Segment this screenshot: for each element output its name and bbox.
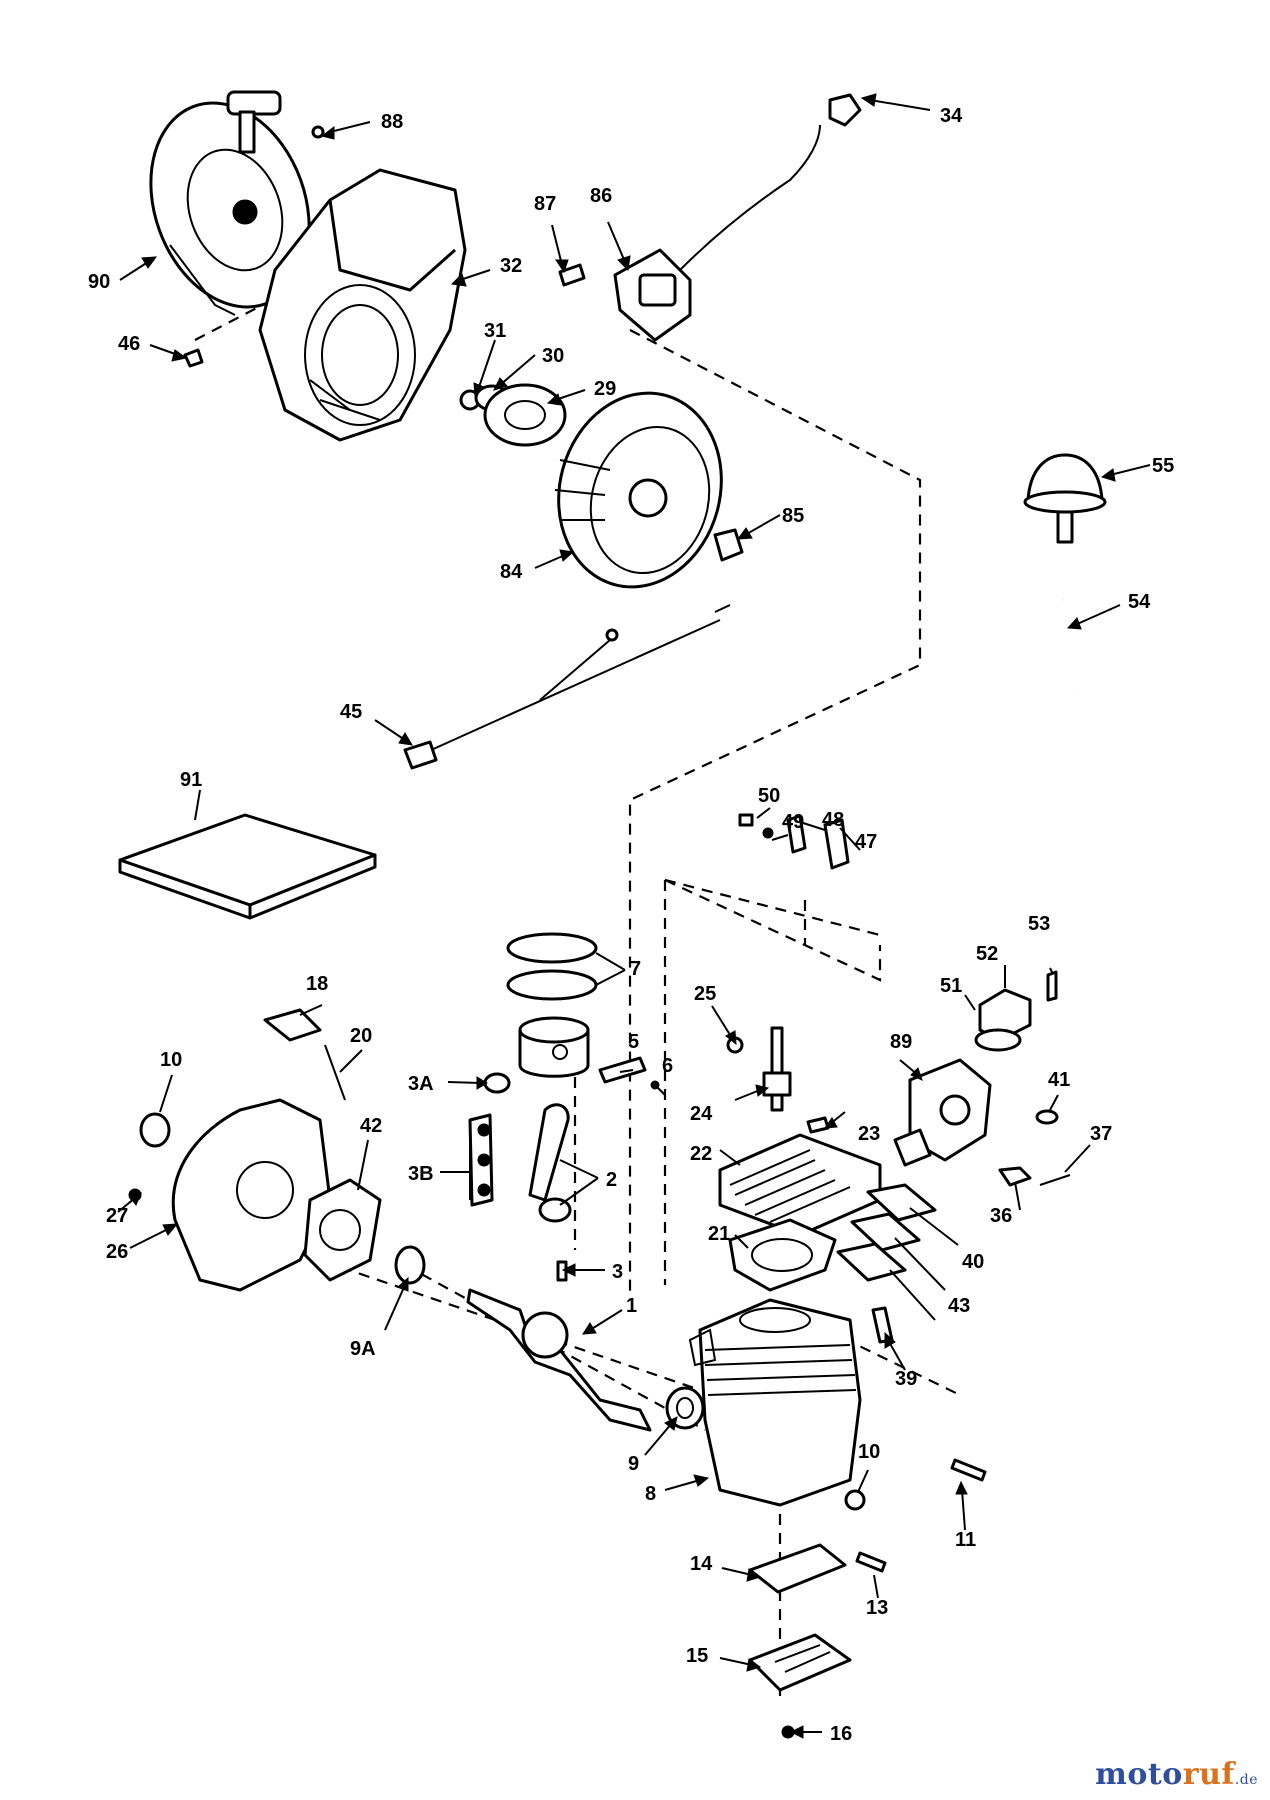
callout-1: 1 — [626, 1295, 637, 1317]
callout-5: 5 — [628, 1031, 639, 1053]
callout-45: 45 — [340, 701, 362, 723]
callout-51: 51 — [940, 975, 962, 997]
leader-lines — [117, 93, 1151, 1739]
callout-31: 31 — [484, 320, 506, 342]
right-seal-part — [844, 1489, 866, 1511]
callout-29: 29 — [594, 378, 616, 400]
callout-7: 7 — [630, 958, 641, 980]
callout-48: 48 — [822, 809, 844, 831]
callout-9: 9 — [628, 1453, 639, 1475]
callout-16: 16 — [830, 1723, 852, 1745]
callout-26: 26 — [106, 1241, 128, 1263]
air-filter-part — [118, 813, 377, 920]
callout-85: 85 — [782, 505, 804, 527]
callout-23: 23 — [858, 1123, 880, 1145]
callout-27: 27 — [106, 1205, 128, 1227]
callout-15: 15 — [686, 1645, 708, 1667]
callout-13: 13 — [866, 1597, 888, 1619]
callout-32: 32 — [500, 255, 522, 277]
callout-40: 40 — [962, 1251, 984, 1273]
callout-14: 14 — [690, 1553, 713, 1575]
watermark-domain: .de — [1234, 1772, 1258, 1788]
callout-10: 10 — [160, 1049, 182, 1071]
callout-labels: 88 34 87 86 90 32 46 31 30 29 55 85 84 5… — [88, 105, 1174, 1745]
callout-25: 25 — [694, 983, 716, 1005]
callout-36: 36 — [990, 1205, 1012, 1227]
choke-assembly-part — [974, 970, 1058, 1052]
ground-wire-part — [403, 604, 731, 770]
watermark-brand-part2: ruf — [1182, 1757, 1235, 1792]
piston-part — [506, 932, 598, 1078]
crank-seal-part — [394, 1245, 426, 1285]
callout-8: 8 — [645, 1483, 656, 1505]
head-gasket-part — [728, 1218, 837, 1292]
carb-hardware-part — [738, 813, 850, 870]
callout-50: 50 — [758, 785, 780, 807]
callout-21: 21 — [708, 1223, 730, 1245]
cover-gasket-part — [303, 1178, 382, 1282]
callout-54: 54 — [1128, 591, 1151, 613]
bottom-cover-part — [748, 1543, 852, 1739]
callout-30: 30 — [542, 345, 564, 367]
crankshaft-part — [466, 1288, 652, 1432]
primer-bulb-part — [1023, 453, 1107, 544]
callout-2: 2 — [606, 1169, 617, 1191]
callout-3: 3 — [612, 1261, 623, 1283]
callout-39: 39 — [895, 1368, 917, 1390]
callout-6: 6 — [662, 1055, 673, 1077]
callout-41: 41 — [1048, 1069, 1070, 1091]
recoil-starter-part — [149, 90, 311, 316]
callout-9A: 9A — [350, 1338, 376, 1360]
callout-11: 11 — [955, 1529, 976, 1551]
callout-87: 87 — [534, 193, 556, 215]
callout-88: 88 — [381, 111, 403, 133]
callout-47: 47 — [855, 831, 877, 853]
callout-3A: 3A — [408, 1073, 434, 1095]
brand-watermark: motoruf.de — [1095, 1757, 1258, 1792]
callout-91: 91 — [180, 769, 202, 791]
screws-part — [183, 125, 586, 368]
callout-55: 55 — [1152, 455, 1174, 477]
callout-43: 43 — [948, 1295, 970, 1317]
callout-10-right: 10 — [858, 1441, 880, 1463]
callout-3B: 3B — [408, 1163, 434, 1185]
callout-34: 34 — [940, 105, 963, 127]
callout-49: 49 — [782, 811, 804, 833]
head-screw-part — [806, 1116, 830, 1134]
crankcase-cover-part — [128, 1008, 346, 1292]
carburetor-part — [893, 1058, 992, 1167]
callout-42: 42 — [360, 1115, 382, 1137]
connecting-rod-part — [468, 1072, 572, 1282]
callout-37: 37 — [1090, 1123, 1112, 1145]
flywheel-nut-part — [713, 528, 744, 562]
ignition-module-part — [613, 93, 862, 342]
callout-20: 20 — [350, 1025, 372, 1047]
carb-small-parts — [998, 1109, 1071, 1187]
callout-46: 46 — [118, 333, 140, 355]
starter-cup-part — [459, 383, 567, 447]
callout-90: 90 — [88, 271, 110, 293]
spark-plug-part — [726, 1026, 792, 1112]
wrist-pin-part — [598, 1056, 660, 1090]
callout-52: 52 — [976, 943, 998, 965]
callout-18: 18 — [306, 973, 328, 995]
callout-89: 89 — [890, 1031, 912, 1053]
callout-22: 22 — [690, 1143, 712, 1165]
blower-housing-part — [258, 168, 467, 442]
crankcase-cylinder-part — [688, 1298, 862, 1507]
callout-53: 53 — [1028, 913, 1050, 935]
watermark-brand-part1: moto — [1095, 1757, 1183, 1792]
crankcase-studs-part — [855, 1458, 987, 1573]
flywheel-part — [554, 391, 723, 589]
callout-24: 24 — [690, 1103, 713, 1125]
intake-gaskets-part — [836, 1183, 937, 1282]
callout-84: 84 — [500, 561, 523, 583]
callout-86: 86 — [590, 185, 612, 207]
primer-line-part — [1060, 599, 1081, 691]
